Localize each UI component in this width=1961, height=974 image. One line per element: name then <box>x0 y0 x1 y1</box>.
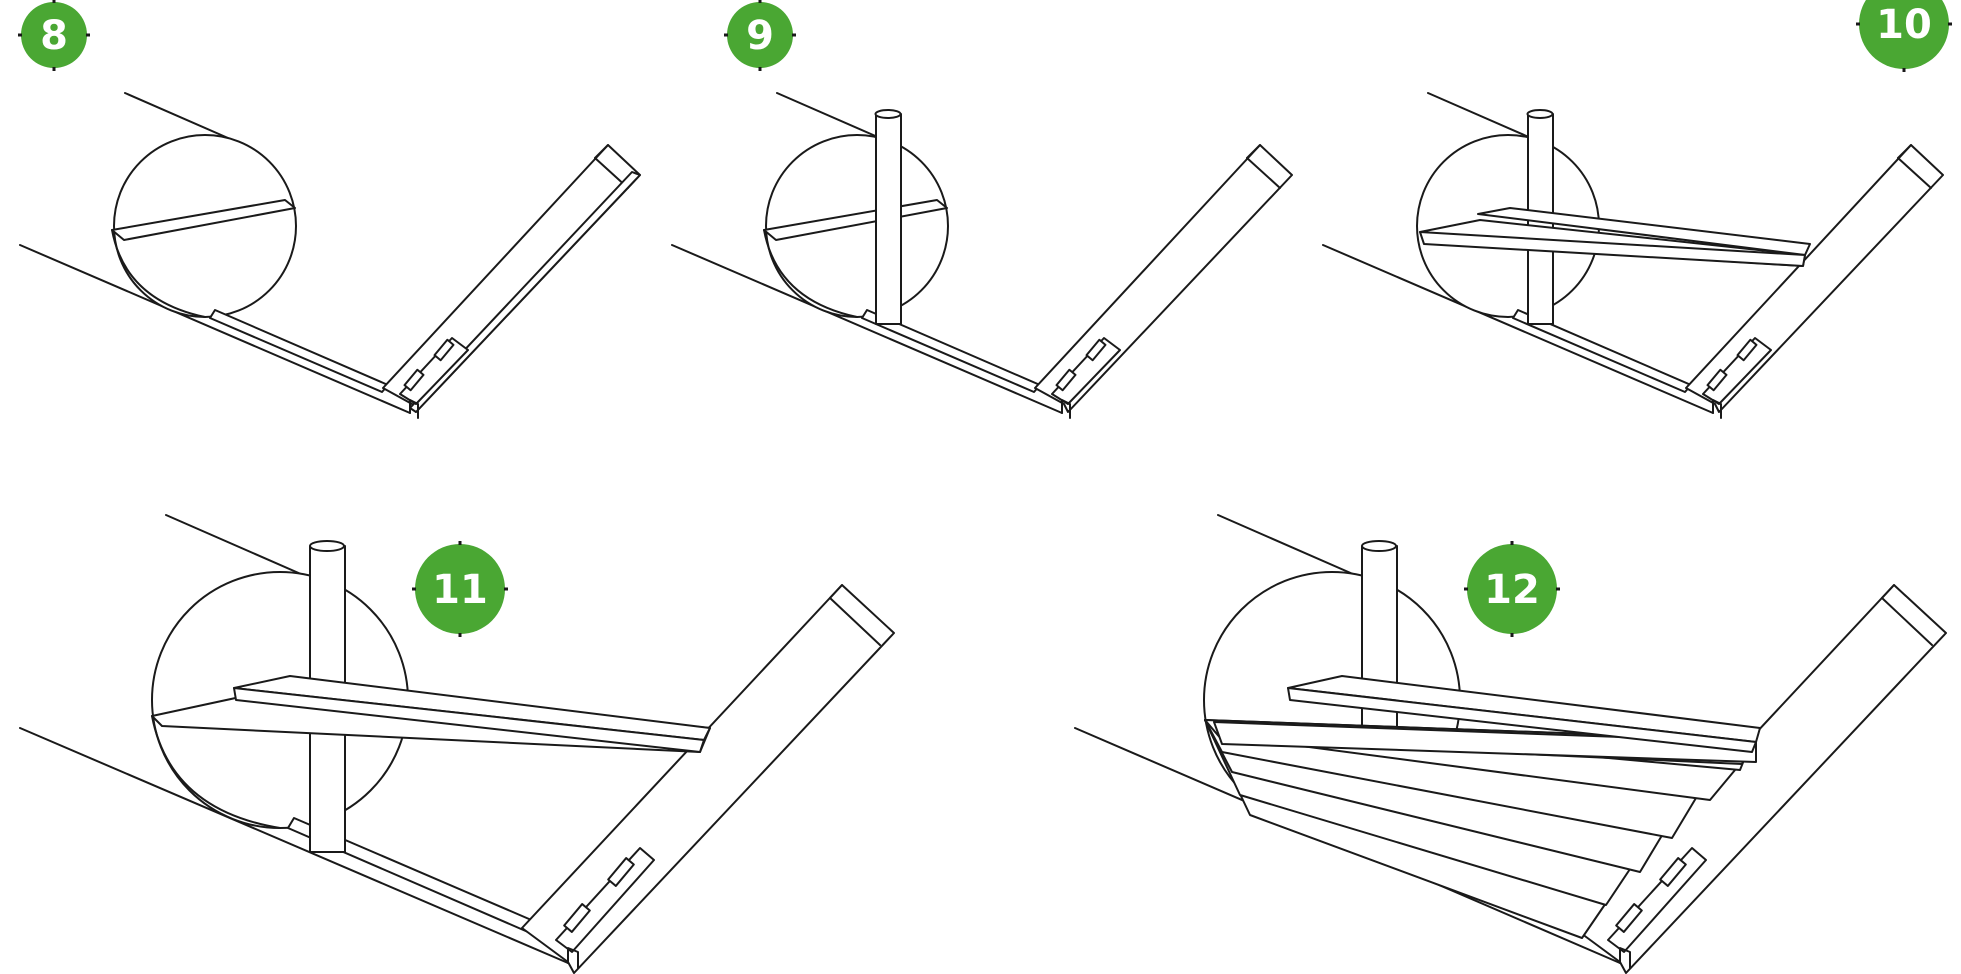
step-number: 12 <box>1484 567 1540 613</box>
step-10-panel <box>1322 92 1944 419</box>
step-badge-11: 11 <box>412 541 508 637</box>
step-badge-circle <box>415 544 505 634</box>
step-8-panel <box>19 92 641 419</box>
step-badge-8: 8 <box>18 0 90 71</box>
step-number: 10 <box>1876 2 1932 48</box>
step-badge-circle <box>1467 544 1557 634</box>
step-number: 11 <box>432 567 488 613</box>
step-badge-circle <box>727 2 793 68</box>
step-9-panel <box>671 92 1293 419</box>
step-number: 8 <box>40 13 68 59</box>
step-badges: 8 9 10 11 12 <box>18 0 1952 637</box>
step-number: 9 <box>746 13 774 59</box>
step-badge-circle <box>21 2 87 68</box>
step-badge-12: 12 <box>1464 541 1560 637</box>
step-badge-9: 9 <box>724 0 796 71</box>
step-11-panel <box>19 514 895 974</box>
step-12-panel <box>1074 514 1947 974</box>
step-badge-circle <box>1859 0 1949 69</box>
step-badge-10: 10 <box>1856 0 1952 72</box>
